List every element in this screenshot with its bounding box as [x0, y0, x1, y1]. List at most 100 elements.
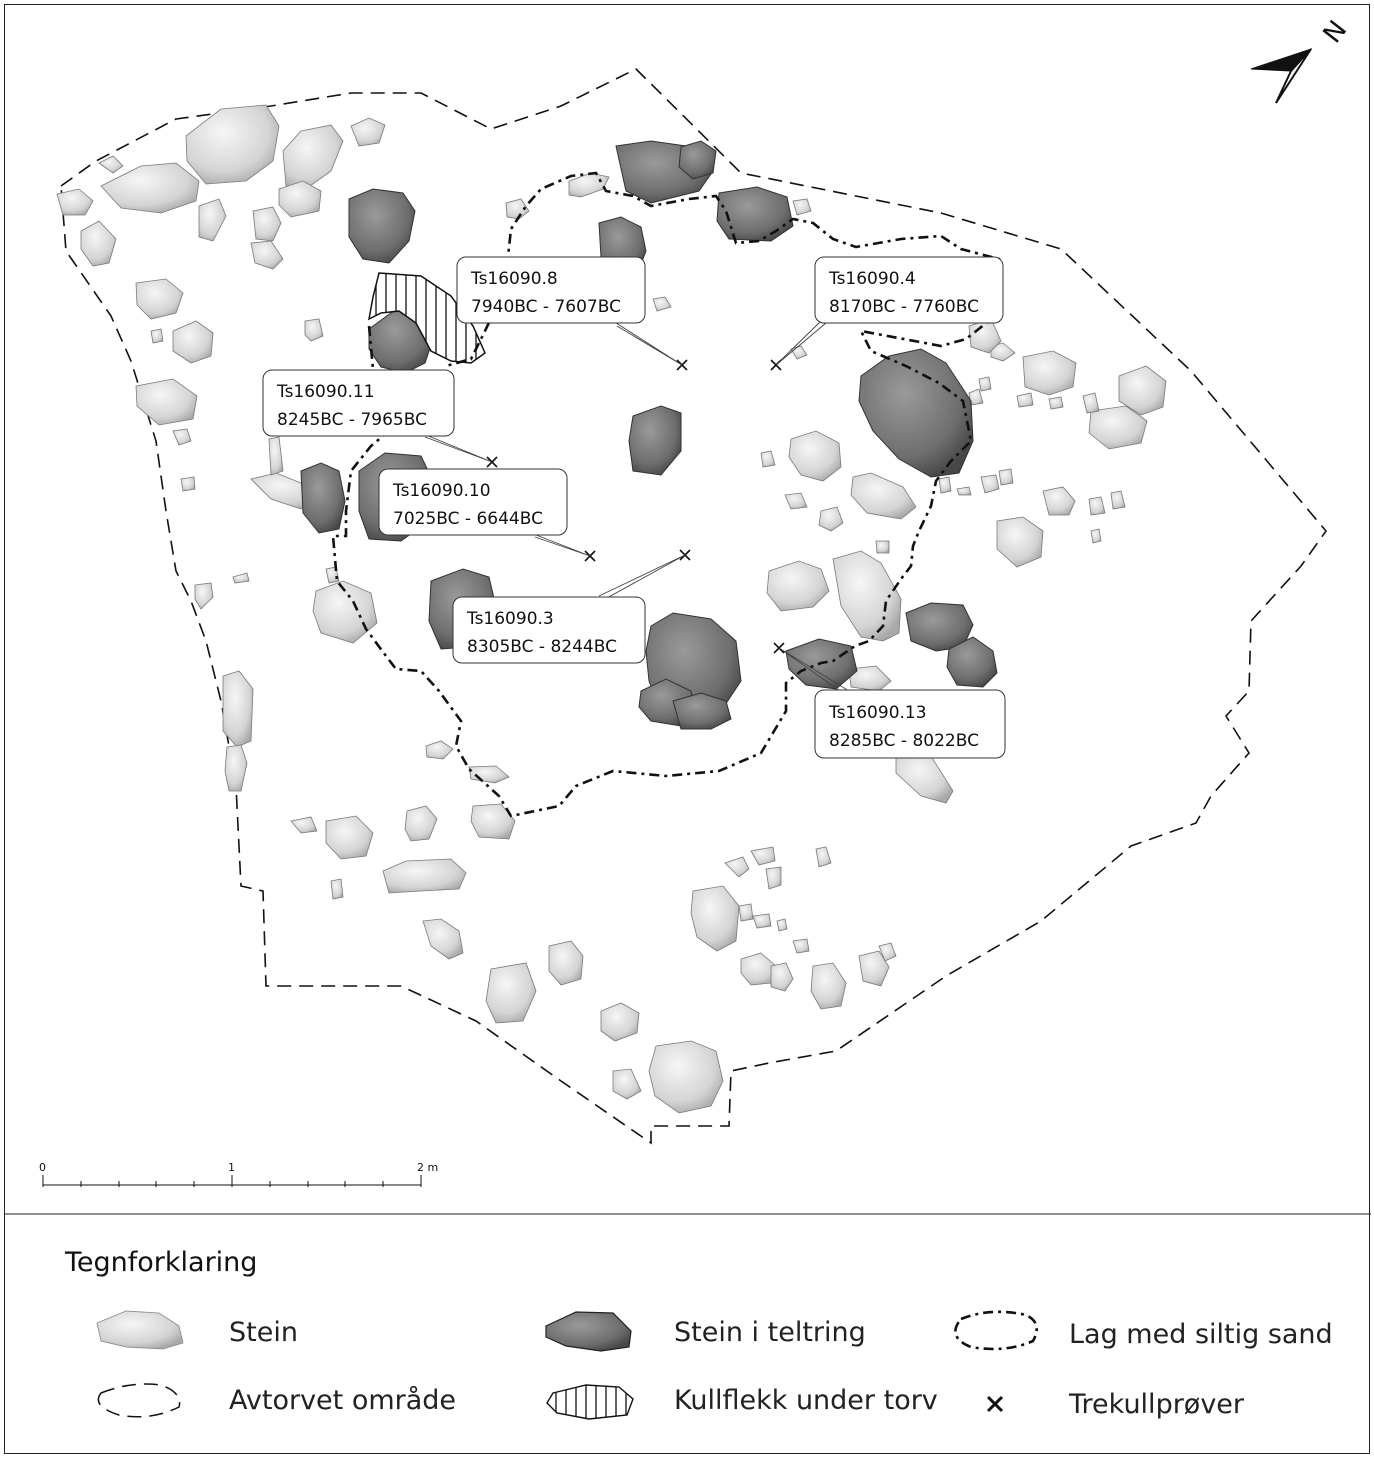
scale-bar: [42, 1175, 422, 1187]
stone: [858, 348, 974, 478]
sample-label-ts16090-8: Ts16090.8 7940BC - 7607BC: [456, 256, 646, 324]
stone: [848, 665, 892, 692]
stone: [878, 942, 897, 962]
legend-charcoal-patch-icon: [546, 1384, 634, 1420]
stone: [300, 462, 346, 534]
legend-label-charcoal-samples: Trekullprøver: [1068, 1389, 1245, 1420]
stone: [194, 582, 214, 610]
silty-sand-layer-outline: [331, 171, 1001, 818]
stone: [724, 856, 750, 878]
stone: [1042, 486, 1076, 516]
legend-stone-icon: [96, 1310, 184, 1350]
excavated-area-outline: [60, 68, 1328, 1145]
leader-lines: [420, 320, 850, 694]
sample-label-ts16090-11: Ts16090.11 8245BC - 7965BC: [262, 369, 455, 437]
stone: [765, 866, 782, 890]
stone: [875, 540, 890, 554]
legend: Tegnforklaring Stein Stein i teltring La…: [64, 1247, 1333, 1420]
site-plan-map: Ts16090.8 7940BC - 7607BC Ts16090.4 8170…: [5, 15, 1371, 1420]
sample-id: Ts16090.4: [828, 269, 916, 289]
stone: [990, 342, 1016, 362]
stone: [738, 903, 754, 922]
sample-date-range: 8305BC - 8244BC: [467, 637, 617, 657]
north-arrow-icon: N: [1250, 15, 1354, 104]
sample-label-ts16090-13: Ts16090.13 8285BC - 8022BC: [814, 689, 1006, 759]
stone: [612, 1068, 642, 1100]
stone: [282, 124, 344, 190]
stone: [750, 846, 776, 866]
stone: [468, 765, 510, 784]
sample-id: Ts16090.8: [470, 269, 558, 289]
stone: [1090, 528, 1102, 544]
stone: [422, 918, 464, 960]
stone: [56, 188, 94, 216]
stone: [485, 962, 537, 1024]
north-letter: N: [1318, 15, 1354, 49]
stone: [172, 320, 214, 364]
legend-label-charcoal-patch: Kullflekk under torv: [674, 1385, 938, 1416]
stone: [404, 805, 438, 842]
stone: [198, 198, 227, 242]
stone: [425, 740, 454, 760]
stone: [224, 744, 248, 792]
stone: [1082, 392, 1100, 414]
stone: [1022, 350, 1077, 396]
charcoal-patch: [367, 272, 486, 364]
stone: [348, 188, 416, 264]
stone: [250, 240, 284, 270]
stone: [382, 858, 467, 894]
sample-id: Ts16090.10: [392, 481, 491, 501]
legend-excavated-area-icon: [97, 1383, 181, 1418]
stone: [290, 816, 318, 834]
legend-tent-ring-stone-icon: [545, 1311, 632, 1352]
stone: [672, 692, 732, 730]
stone: [716, 186, 794, 242]
stone: [80, 220, 117, 267]
stone: [505, 198, 530, 220]
stone: [956, 486, 972, 496]
stone: [946, 636, 998, 688]
stone: [185, 104, 280, 185]
stone: [895, 752, 954, 804]
stone: [628, 405, 682, 476]
scale-label-0: 0: [39, 1161, 46, 1174]
stone: [648, 1040, 724, 1114]
stone: [784, 492, 808, 510]
stone: [760, 450, 776, 468]
stone: [150, 328, 164, 344]
legend-sample-cross-icon: [986, 1395, 1004, 1413]
sample-markers: [486, 359, 785, 654]
stone: [690, 885, 740, 952]
map-frame: Ts16090.8 7940BC - 7607BC Ts16090.4 8170…: [4, 4, 1371, 1454]
stone: [678, 140, 717, 180]
stone: [752, 913, 772, 929]
stone: [135, 278, 184, 320]
stone: [815, 846, 832, 868]
scale-label-2m: 2 m: [417, 1161, 438, 1174]
stone: [470, 803, 516, 840]
legend-label-tent-ring-stone: Stein i teltring: [674, 1317, 866, 1348]
stone: [325, 815, 374, 860]
stone: [268, 436, 284, 476]
stone: [172, 428, 192, 446]
legend-label-stone: Stein: [229, 1317, 298, 1348]
stone: [100, 162, 200, 214]
stone: [252, 206, 282, 242]
stone: [980, 474, 1000, 494]
sample-date-range: 8285BC - 8022BC: [829, 731, 979, 751]
stone: [600, 1002, 640, 1042]
stone: [135, 378, 198, 426]
sample-label-ts16090-10: Ts16090.10 7025BC - 6644BC: [378, 468, 568, 536]
legend-silty-sand-icon: [954, 1310, 1038, 1351]
stone: [180, 476, 196, 492]
sample-date-range: 7025BC - 6644BC: [393, 509, 543, 529]
stone: [998, 468, 1014, 486]
stone: [652, 296, 672, 312]
stone: [1016, 392, 1034, 408]
stone: [98, 155, 124, 174]
scale-label-1: 1: [228, 1161, 235, 1174]
legend-title: Tegnforklaring: [64, 1247, 257, 1278]
stone: [792, 938, 810, 954]
sample-id: Ts16090.11: [276, 382, 375, 402]
stone: [312, 580, 378, 644]
